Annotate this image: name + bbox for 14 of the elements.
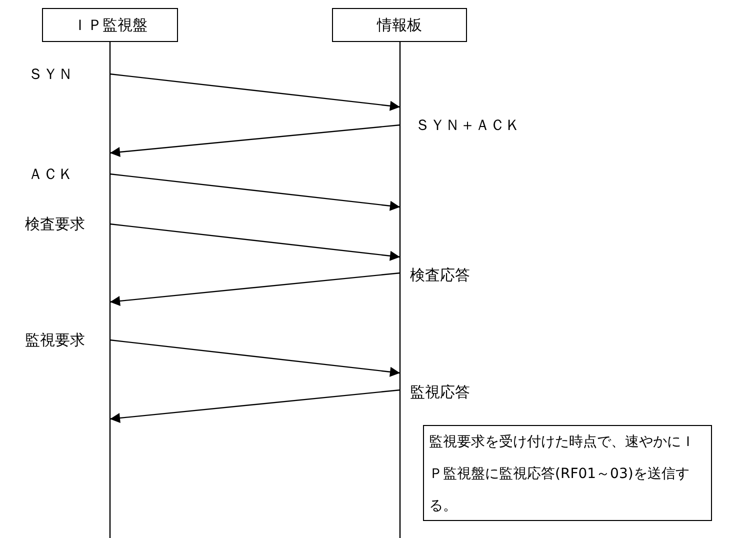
message-arrow: [110, 73, 400, 111]
note-box: 監視要求を受け付けた時点で、速やかにＩＰ監視盤に監視応答(RF01～03)を送信する。: [423, 425, 712, 521]
message-arrow: [110, 339, 400, 377]
message-arrow: [110, 173, 400, 211]
message-label: 監視応答: [410, 383, 470, 401]
message-arrow: [110, 389, 400, 423]
message-label: 検査要求: [25, 215, 85, 233]
message-label: 検査応答: [410, 266, 470, 284]
message-arrow: [110, 124, 400, 158]
message-label: 監視要求: [25, 331, 85, 349]
participant-box: 情報板: [332, 8, 467, 42]
message-arrow: [110, 272, 400, 306]
participant-box: ＩＰ監視盤: [42, 8, 178, 42]
message-arrow: [110, 223, 400, 261]
